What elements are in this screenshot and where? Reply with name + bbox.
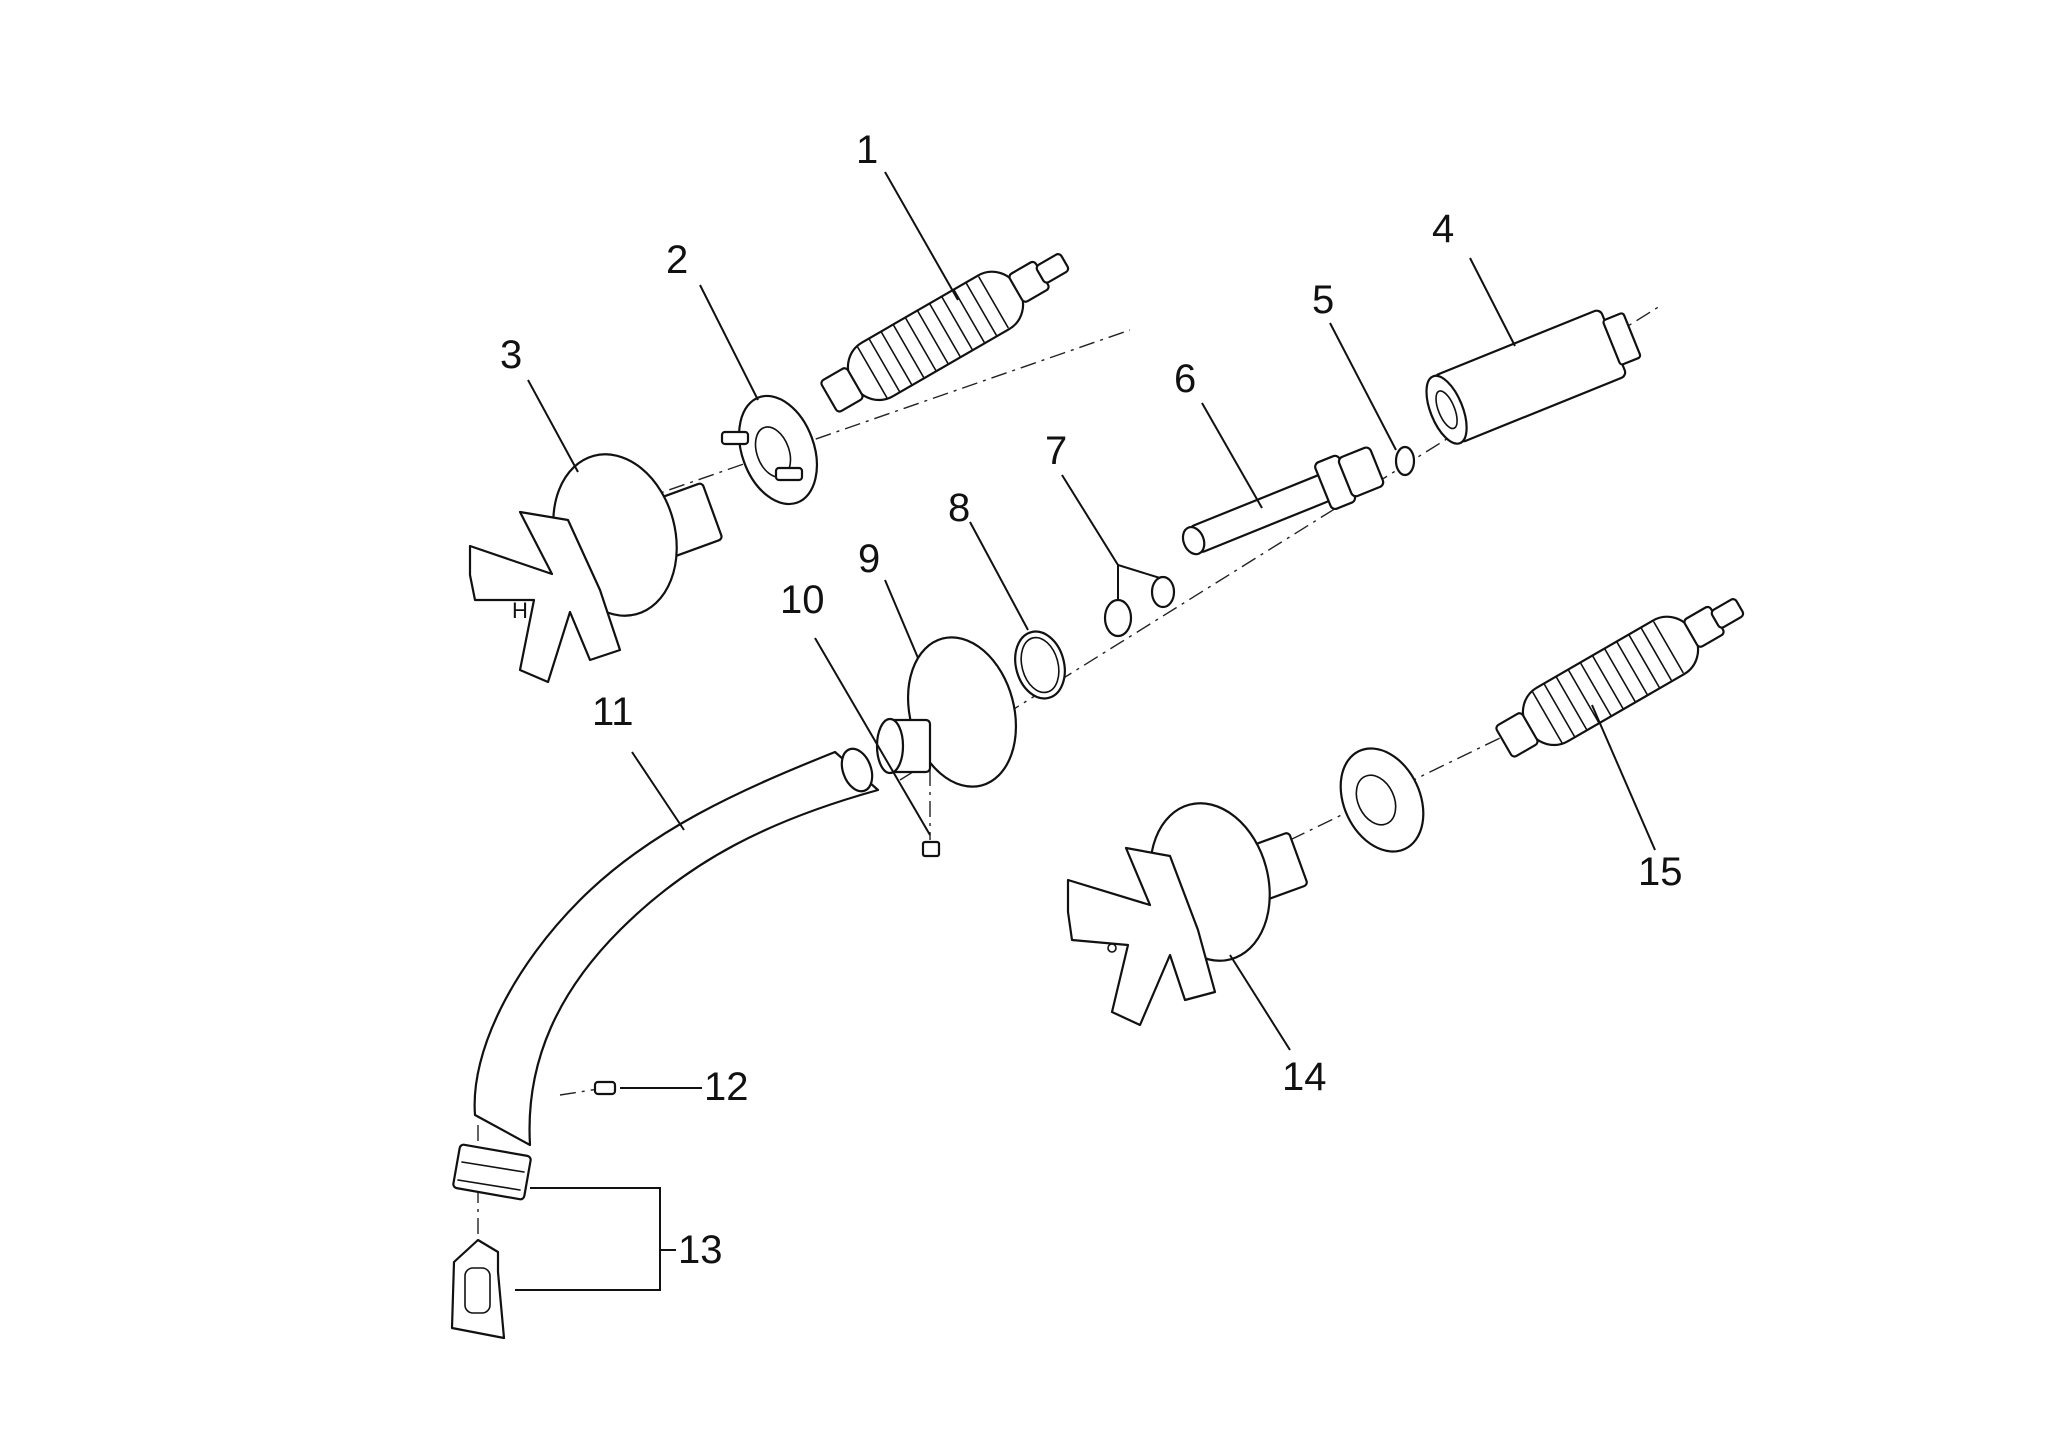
part-2-flange — [720, 394, 818, 506]
part-5-ring — [1394, 445, 1416, 477]
callout-3: 3 — [500, 333, 522, 377]
part-15-cartridge — [1495, 598, 1745, 758]
callout-11: 11 — [592, 690, 634, 734]
callout-6: 6 — [1174, 357, 1196, 401]
part-1-cartridge — [820, 253, 1070, 413]
callout-5: 5 — [1312, 278, 1334, 322]
callout-12: 12 — [704, 1065, 749, 1109]
part-9-rosette — [875, 636, 1018, 788]
part-3-cross-handle: H — [468, 453, 723, 684]
callout-7: 7 — [1045, 429, 1067, 473]
cartridge-ribs — [1531, 621, 1684, 744]
part-13-aerator — [450, 1143, 532, 1340]
callouts: 1 2 3 4 5 6 7 8 9 10 11 12 13 14 15 — [500, 128, 1683, 1272]
callout-8: 8 — [948, 486, 970, 530]
part-6-spindle — [1181, 446, 1385, 556]
leader-lines — [515, 171, 1656, 1291]
callout-4: 4 — [1432, 207, 1454, 251]
handle-marking: H — [512, 598, 528, 623]
callout-10: 10 — [780, 578, 825, 622]
center-axes — [477, 305, 1661, 1260]
part-10-grub-screw — [921, 840, 941, 858]
part-8-washer — [1014, 630, 1066, 700]
callout-2: 2 — [666, 238, 688, 282]
callout-9: 9 — [858, 537, 880, 581]
callout-13: 13 — [678, 1228, 723, 1272]
part-4-sleeve — [1425, 309, 1642, 445]
part-15-flange — [1339, 747, 1425, 853]
part-7-o-rings — [1103, 575, 1176, 638]
part-12-set-screw — [593, 1080, 617, 1096]
callout-14: 14 — [1282, 1055, 1327, 1099]
part-14-cross-handle — [1066, 802, 1308, 1027]
callout-15: 15 — [1638, 850, 1683, 894]
callout-1: 1 — [856, 128, 878, 172]
cartridge-ribs — [856, 276, 1009, 399]
part-11-spout — [473, 747, 880, 1147]
